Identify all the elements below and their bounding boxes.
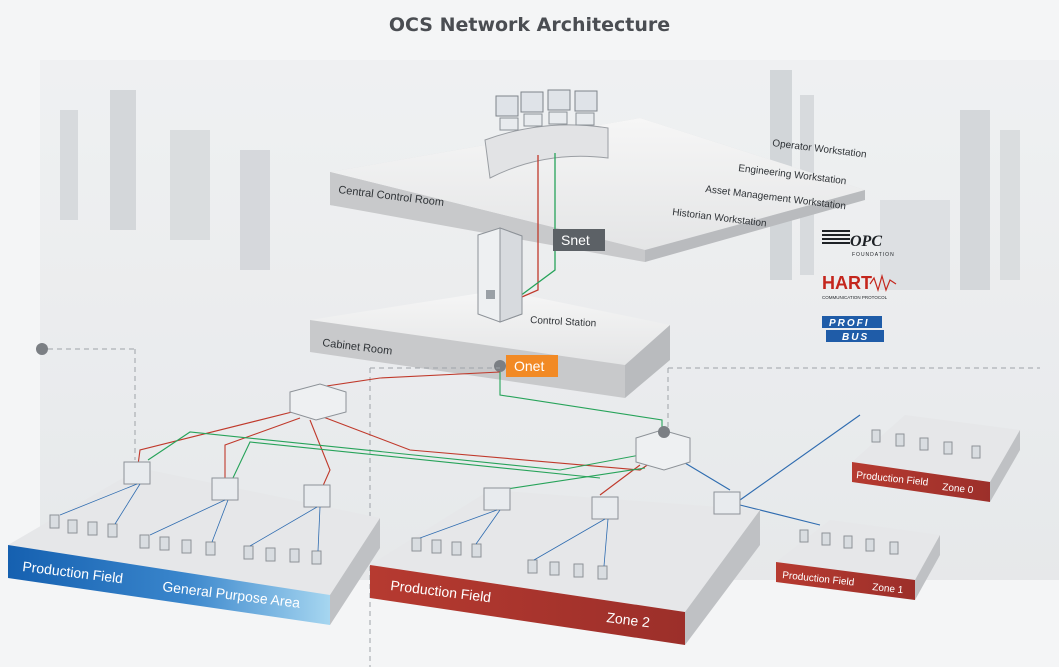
zone1-platform: Production Field Zone 1 bbox=[776, 520, 940, 600]
opc-caption: FOUNDATION bbox=[852, 252, 895, 258]
snet-lines bbox=[514, 153, 556, 301]
zone2-io-controller bbox=[635, 426, 691, 471]
hart-logo: HART COMMUNICATION PROTOCOL bbox=[822, 273, 897, 300]
opc-logo: OPC FOUNDATION bbox=[822, 230, 895, 258]
zone0-platform: Production Field Zone 0 bbox=[852, 415, 1020, 502]
onet-label: Onet bbox=[514, 358, 544, 374]
zone1-label: Zone 1 bbox=[872, 582, 905, 596]
guide-marker-left bbox=[36, 343, 48, 355]
snet-label: Snet bbox=[561, 232, 590, 248]
onet-switch-cabinet bbox=[289, 383, 347, 421]
zone2-platform: Production Field Zone 2 bbox=[370, 487, 760, 645]
cabinet-room-platform: Cabinet Room bbox=[310, 290, 670, 398]
profibus-bottom-text: BUS bbox=[842, 332, 869, 343]
zone2-io-modules bbox=[483, 487, 741, 520]
general-field-devices bbox=[49, 514, 322, 565]
page-title: OCS Network Architecture bbox=[388, 14, 671, 36]
onet-distribution-lines bbox=[137, 371, 861, 526]
operator-console bbox=[484, 89, 609, 179]
zone0-label: Zone 0 bbox=[942, 482, 975, 496]
zone2-label: Zone 2 bbox=[606, 609, 651, 630]
hart-text: HART bbox=[822, 273, 872, 293]
zone2-field-devices bbox=[411, 537, 608, 580]
hart-caption: COMMUNICATION PROTOCOL bbox=[822, 295, 888, 300]
onet-badge: Onet bbox=[494, 355, 558, 377]
control-station-cabinet bbox=[477, 227, 523, 323]
profibus-top-text: PROFI bbox=[829, 318, 870, 329]
profibus-logo: PROFI BUS bbox=[822, 316, 884, 343]
snet-badge: Snet bbox=[553, 229, 605, 251]
opc-text: OPC bbox=[850, 233, 882, 250]
dashed-guide-lines bbox=[48, 348, 1040, 667]
control-station-label: Control Station bbox=[530, 315, 597, 329]
